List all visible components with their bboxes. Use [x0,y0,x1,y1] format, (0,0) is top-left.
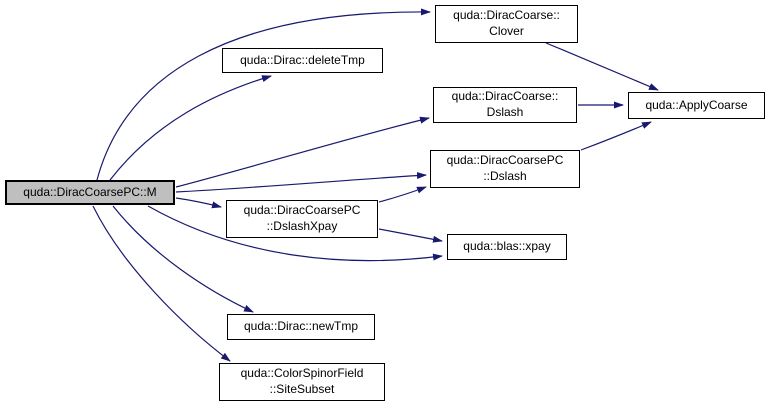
edge-dirac-coarse-pc-m-to-dirac-coarse-dslash [175,116,430,188]
edge-dirac-coarse-clover-to-apply-coarse [545,42,659,91]
edge-dirac-coarse-pc-m-to-color-spinor-field-site-subset [92,205,231,362]
edge-dirac-coarse-pc-dslash-xpay-to-blas-xpay [378,228,443,243]
edge-dirac-coarse-pc-dslash-to-apply-coarse [580,121,652,151]
node-dirac-coarse-dslash[interactable]: quda::DiracCoarse:: Dslash [433,87,577,123]
node-color-spinor-field-site-subset[interactable]: quda::ColorSpinorField ::SiteSubset [219,363,385,401]
edge-dirac-coarse-pc-m-to-dirac-coarse-pc-dslash-xpay [175,197,222,209]
edge-dirac-coarse-pc-m-to-dirac-new-tmp [112,205,254,313]
node-dirac-coarse-pc-dslash-xpay[interactable]: quda::DiracCoarsePC ::DslashXpay [226,200,378,238]
node-blas-xpay[interactable]: quda::blas::xpay [447,234,567,260]
node-dirac-delete-tmp[interactable]: quda::Dirac::deleteTmp [222,48,383,73]
edge-dirac-coarse-pc-m-to-blas-xpay [147,205,443,262]
node-dirac-coarse-pc-m: quda::DiracCoarsePC::M [5,180,175,205]
edge-dirac-coarse-pc-m-to-dirac-coarse-pc-dslash [175,172,427,193]
edge-dirac-coarse-pc-dslash-xpay-to-dirac-coarse-pc-dslash [378,186,427,203]
edge-dirac-coarse-pc-m-to-dirac-delete-tmp [109,75,272,181]
node-apply-coarse[interactable]: quda::ApplyCoarse [628,92,765,119]
node-dirac-coarse-clover[interactable]: quda::DiracCoarse:: Clover [435,5,578,43]
edge-dirac-coarse-pc-m-to-dirac-coarse-clover [96,8,431,181]
node-dirac-coarse-pc-dslash[interactable]: quda::DiracCoarsePC ::Dslash [430,150,580,188]
node-dirac-new-tmp[interactable]: quda::Dirac::newTmp [227,314,375,340]
